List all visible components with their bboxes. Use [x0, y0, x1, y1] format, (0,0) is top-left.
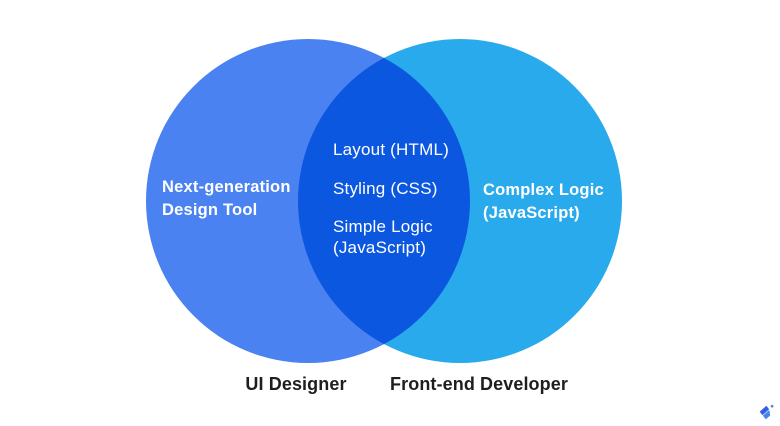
left-circle-label: Next-generation Design Tool [162, 178, 291, 219]
overlap-item-simple-logic-javascript: Simple Logic (JavaScript) [333, 217, 433, 257]
right-footer-label: Front-end Developer [390, 374, 568, 394]
overlap-item-styling-css: Styling (CSS) [333, 178, 438, 198]
left-footer-label: UI Designer [245, 374, 347, 394]
toptal-logo-icon [759, 404, 774, 420]
right-circle-label: Complex Logic (JavaScript) [483, 181, 604, 222]
overlap-item-layout-html: Layout (HTML) [333, 140, 449, 159]
overlap-items-list: Layout (HTML) Styling (CSS) Simple Logic… [333, 139, 449, 258]
right-circle [298, 39, 622, 363]
